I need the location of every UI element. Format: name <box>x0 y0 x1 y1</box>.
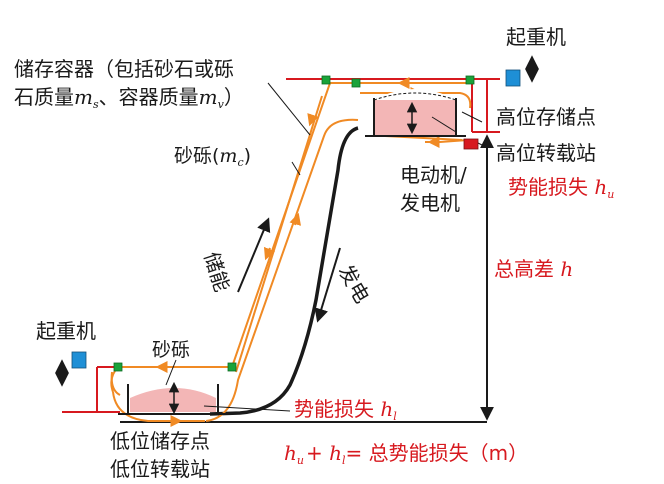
low-storage-label: 低位储存点 <box>110 429 210 453</box>
lower-loss-label: 势能损失 hl <box>294 397 397 423</box>
node-low-left <box>113 362 123 372</box>
storage-container-label-line2: 石质量ms、容器质量mv） <box>14 85 244 111</box>
high-storage-label: 高位存储点 <box>496 105 596 129</box>
total-loss-formula: hu+ hl= 总势能损失（m） <box>284 441 528 467</box>
black-track <box>209 126 359 416</box>
generating-label: 发电 <box>334 261 375 308</box>
motor-generator-label-line1: 电动机/ <box>400 163 467 187</box>
total-height-label: 总高差 h <box>494 257 573 281</box>
low-station-label: 低位转载站 <box>110 457 210 481</box>
motor-generator-label-line2: 发电机 <box>400 191 460 215</box>
pointer-lines <box>165 82 485 412</box>
node-top-right <box>465 75 475 85</box>
crane-right-label: 起重机 <box>506 25 566 49</box>
storage-container-label-line1: 储存容器（包括砂石或砾 <box>14 57 234 81</box>
node-top-left <box>321 75 331 85</box>
generating-arrow <box>314 247 341 323</box>
crane-right-icon <box>505 55 539 87</box>
motor-generator-box <box>463 138 479 150</box>
upper-loss-label: 势能损失 hu <box>508 175 614 201</box>
high-station-label: 高位转载站 <box>496 141 596 165</box>
green-nodes <box>113 75 475 372</box>
node-top-mid <box>351 78 361 88</box>
upper-container <box>365 89 466 137</box>
gravel-mass-label: 砂砾(mc) <box>174 145 251 169</box>
storing-label: 储能 <box>199 249 234 294</box>
lower-container <box>118 381 230 415</box>
crane-left-label: 起重机 <box>36 319 96 343</box>
storing-arrow <box>237 217 271 293</box>
lower-gravel-label: 砂砾 <box>152 339 190 361</box>
node-low-right <box>227 362 237 372</box>
crane-left-icon <box>55 351 87 387</box>
